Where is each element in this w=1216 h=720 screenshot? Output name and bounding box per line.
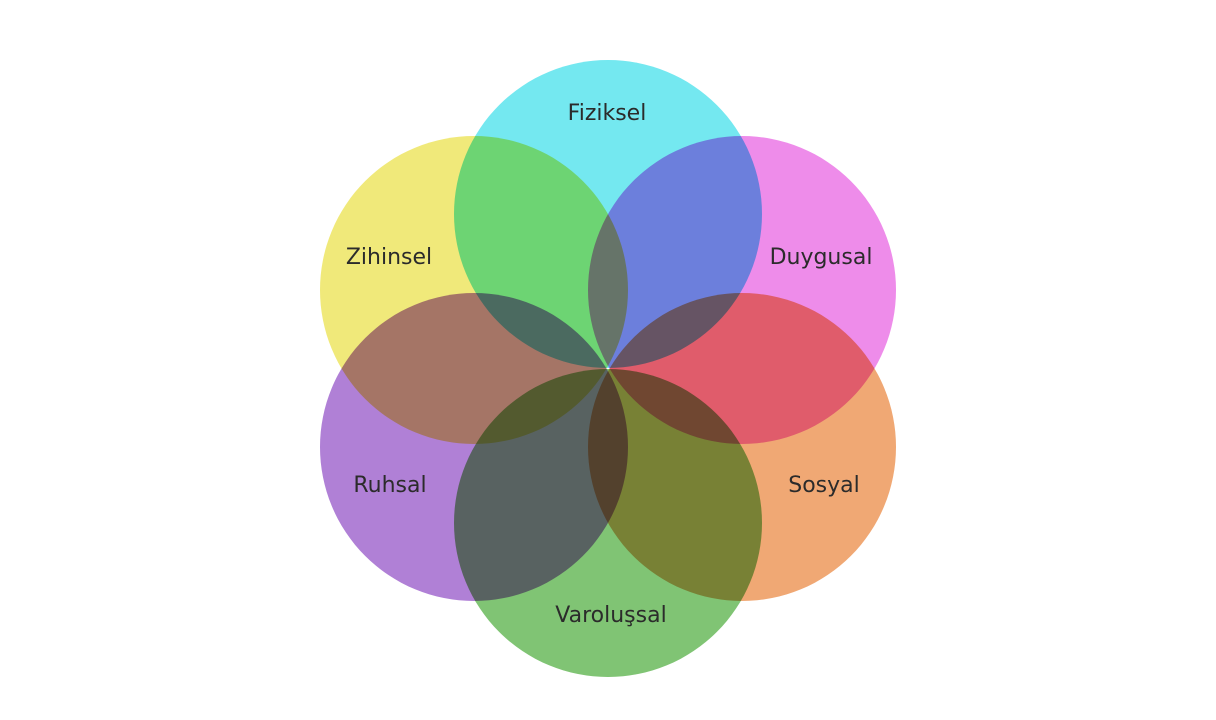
- petal-labels: Fiziksel Duygusal Sosyal Varoluşsal Ruhs…: [346, 101, 873, 628]
- label-sosyal: Sosyal: [788, 473, 860, 498]
- label-zihinsel: Zihinsel: [346, 245, 432, 270]
- label-fiziksel: Fiziksel: [568, 101, 647, 126]
- petal-circles: [320, 60, 896, 677]
- label-ruhsal: Ruhsal: [353, 473, 426, 498]
- label-duygusal: Duygusal: [770, 245, 873, 270]
- label-varolussal: Varoluşsal: [555, 603, 666, 628]
- petal-upper-left: [320, 136, 628, 444]
